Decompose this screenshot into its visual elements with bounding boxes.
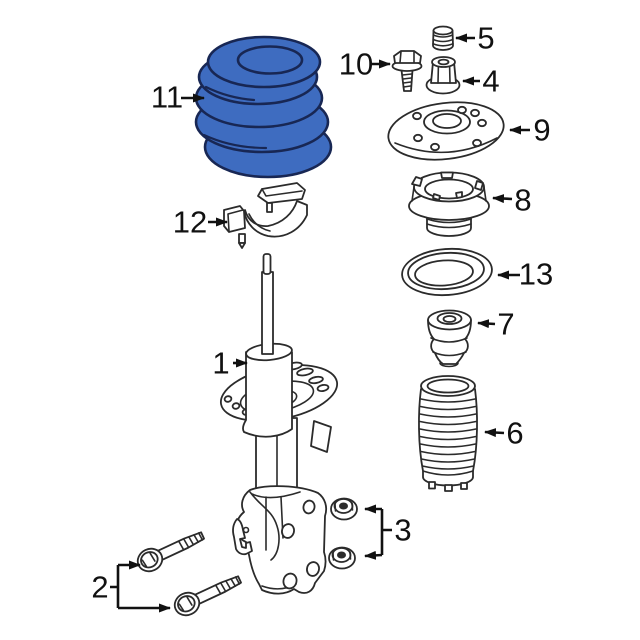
callout-12: 12 bbox=[173, 205, 228, 240]
callout-label: 3 bbox=[394, 513, 411, 548]
callout-bracket bbox=[110, 565, 120, 608]
flange-bolt bbox=[136, 531, 205, 573]
flange-nut bbox=[330, 497, 358, 521]
part-bearing-ring bbox=[401, 247, 493, 297]
callout-arrow bbox=[484, 428, 505, 438]
callout-11: 11 bbox=[151, 80, 205, 115]
callout-bracket bbox=[380, 509, 392, 555]
callout-label: 5 bbox=[477, 21, 494, 56]
callout-6: 6 bbox=[484, 416, 524, 451]
callout-5: 5 bbox=[455, 21, 495, 56]
callout-3: 3 bbox=[364, 504, 412, 560]
callout-label: 8 bbox=[514, 183, 531, 218]
part-cap bbox=[432, 25, 454, 51]
callout-label: 6 bbox=[506, 416, 523, 451]
callout-arrow bbox=[364, 550, 383, 560]
flange-bolt bbox=[173, 575, 242, 617]
part-mount-nut bbox=[425, 56, 461, 95]
callout-7: 7 bbox=[477, 307, 515, 342]
callout-label: 7 bbox=[497, 307, 514, 342]
part-coil-spring bbox=[194, 35, 333, 179]
callout-1: 1 bbox=[212, 346, 248, 381]
part-dust-boot bbox=[418, 375, 478, 492]
callout-label: 1 bbox=[212, 346, 229, 381]
callout-9: 9 bbox=[509, 113, 551, 148]
callout-label: 4 bbox=[482, 64, 499, 99]
flange-nut bbox=[328, 546, 356, 570]
part-spring-seat bbox=[223, 182, 308, 249]
part-bolts bbox=[136, 531, 242, 617]
part-bolt bbox=[391, 50, 423, 92]
callout-13: 13 bbox=[497, 257, 553, 292]
part-strut bbox=[219, 253, 339, 595]
callout-label: 11 bbox=[151, 80, 183, 115]
callout-label: 10 bbox=[339, 47, 373, 82]
callout-4: 4 bbox=[462, 64, 500, 99]
part-mount-plate bbox=[387, 101, 505, 161]
part-bump-stop bbox=[427, 309, 472, 368]
part-strut-mount bbox=[408, 171, 490, 237]
callout-label: 13 bbox=[519, 257, 553, 292]
callout-10: 10 bbox=[339, 47, 391, 82]
callout-label: 12 bbox=[173, 205, 207, 240]
callouts: 1 2 3 4 5 6 7 bbox=[91, 21, 553, 613]
callout-2: 2 bbox=[91, 560, 171, 613]
callout-8: 8 bbox=[492, 183, 532, 218]
callout-label: 9 bbox=[533, 113, 550, 148]
callout-arrow bbox=[492, 194, 513, 204]
callout-label: 2 bbox=[91, 570, 108, 605]
callout-arrow bbox=[477, 319, 496, 329]
part-nuts bbox=[328, 497, 358, 570]
